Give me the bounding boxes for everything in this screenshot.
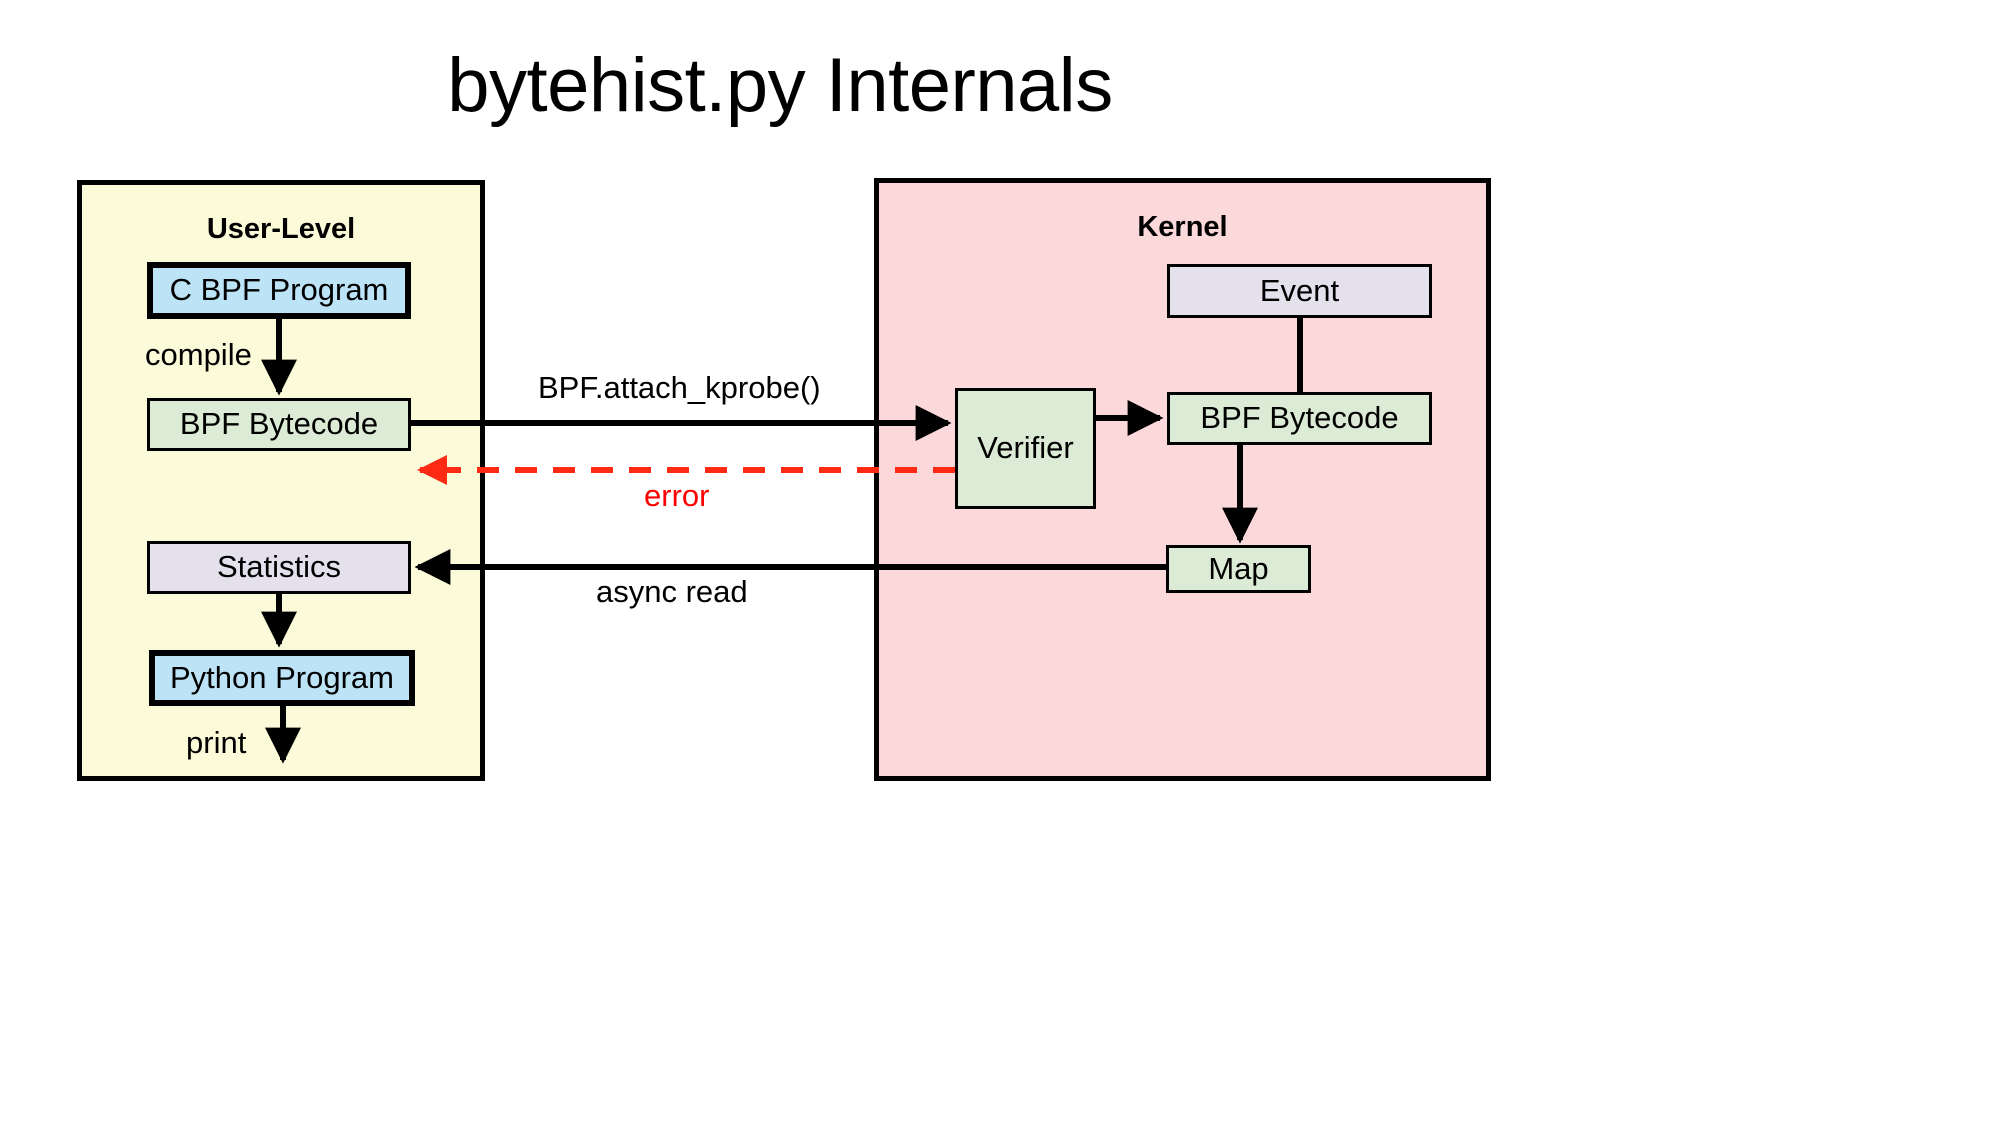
node-bpf-bytecode-kernel[interactable]: BPF Bytecode (1167, 392, 1432, 445)
page-title: bytehist.py Internals (447, 43, 1113, 128)
node-python-program[interactable]: Python Program (149, 650, 415, 706)
node-statistics[interactable]: Statistics (147, 541, 411, 594)
panel-kernel-title: Kernel (1137, 211, 1228, 243)
edge-label-compile: compile (145, 337, 252, 372)
panel-user-level-title: User-Level (206, 213, 356, 245)
node-map[interactable]: Map (1166, 545, 1311, 593)
node-event[interactable]: Event (1167, 264, 1432, 318)
node-c-bpf-program[interactable]: C BPF Program (147, 262, 411, 319)
node-bpf-bytecode-user[interactable]: BPF Bytecode (147, 398, 411, 451)
edge-label-async-read: async read (596, 574, 748, 609)
edge-label-print: print (186, 725, 247, 760)
edge-label-error: error (644, 478, 710, 513)
node-verifier[interactable]: Verifier (955, 388, 1096, 509)
edge-label-attach-kprobe: BPF.attach_kprobe() (538, 370, 821, 405)
